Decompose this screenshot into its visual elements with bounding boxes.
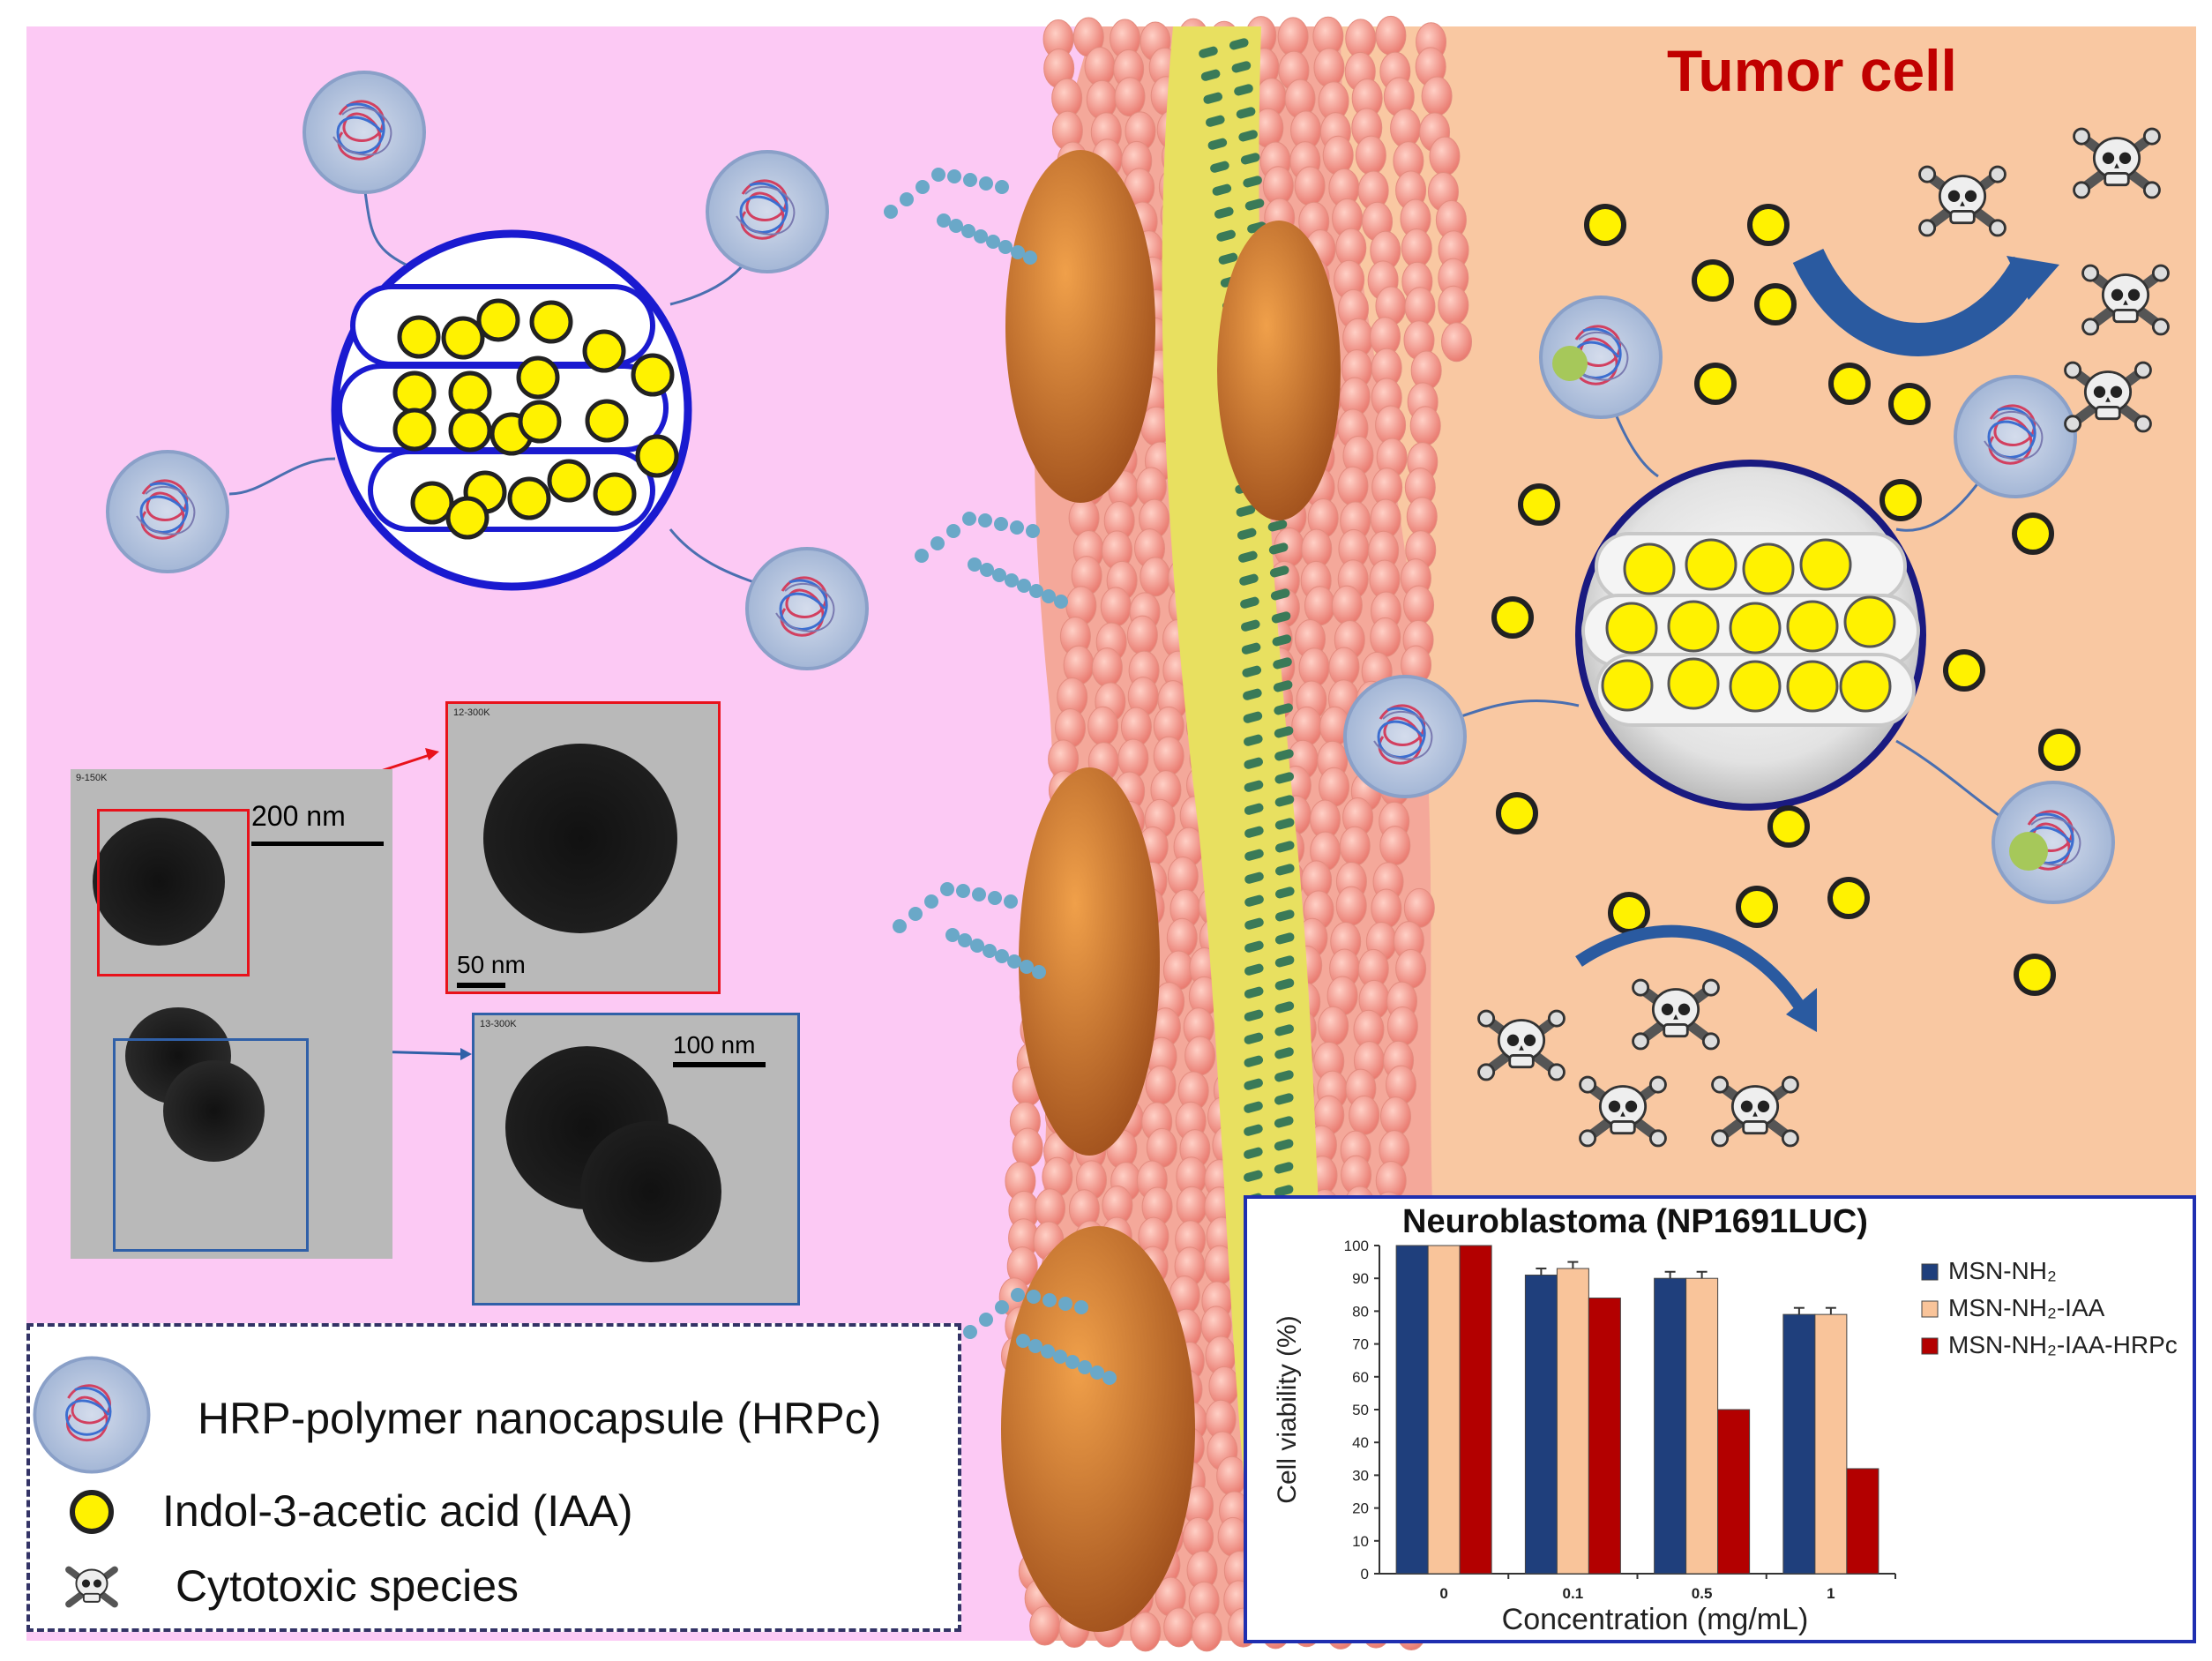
bar-2-3	[1846, 1468, 1879, 1575]
msn-nanoparticle-right	[1575, 460, 1926, 811]
y-axis-label: Cell viability (%)	[1273, 1315, 1302, 1503]
legend-box: HRP-polymer nanocapsule (HRPc) Indol-3-a…	[26, 1323, 961, 1632]
y-tick-label: 20	[1352, 1500, 1369, 1517]
y-tick-label: 0	[1361, 1566, 1369, 1582]
y-tick-label: 10	[1352, 1533, 1369, 1550]
bar-1-0	[1427, 1245, 1461, 1575]
legend-label-1: MSN-NH₂-IAA	[1948, 1294, 2105, 1321]
legend-swatch-1	[1921, 1300, 1939, 1318]
tem-zoom2-scalebar-label: 100 nm	[673, 1031, 756, 1059]
y-tick-label: 30	[1352, 1467, 1369, 1484]
iaa-dot-icon	[70, 1490, 114, 1534]
bar-1-3	[1814, 1313, 1848, 1575]
tem-zoom2-corner-label: 13-300K	[480, 1019, 517, 1029]
nanocapsule-icon	[33, 1356, 151, 1474]
chart-title: Neuroblastoma (NP1691LUC)	[1402, 1203, 1868, 1240]
y-tick-label: 100	[1344, 1238, 1369, 1254]
y-tick-label: 60	[1352, 1369, 1369, 1386]
tem-zoom1-scalebar-label: 50 nm	[457, 951, 526, 978]
bar-0-2	[1654, 1277, 1687, 1575]
tem-zoom1-corner-label: 12-300K	[453, 707, 490, 718]
legend-label-iaa: Indol-3-acetic acid (IAA)	[162, 1486, 633, 1536]
y-tick-label: 50	[1352, 1402, 1369, 1418]
bar-0-1	[1524, 1274, 1558, 1575]
tem-main-corner-label: 9-150K	[76, 773, 108, 783]
tem-main-image: 9-150K 200 nm	[71, 769, 392, 1259]
y-tick-label: 40	[1352, 1434, 1369, 1451]
x-tick-label: 0	[1439, 1585, 1447, 1602]
legend-swatch-2	[1921, 1337, 1939, 1355]
bar-0-3	[1782, 1313, 1816, 1575]
legend-label-0: MSN-NH₂	[1948, 1257, 2057, 1284]
bar-2-0	[1459, 1245, 1492, 1575]
msn-nanoparticle-left	[331, 229, 692, 591]
legend-swatch-0	[1921, 1263, 1939, 1281]
y-tick-label: 80	[1352, 1303, 1369, 1320]
legend-label-hrpc: HRP-polymer nanocapsule (HRPc)	[198, 1394, 882, 1443]
bar-1-1	[1556, 1268, 1589, 1575]
bar-2-2	[1717, 1409, 1751, 1575]
tem-zoom-box-red	[97, 809, 250, 976]
tumor-cell-title: Tumor cell	[1667, 38, 1957, 103]
tem-zoom-box-blue	[113, 1038, 309, 1252]
legend-label-cytotoxic: Cytotoxic species	[176, 1561, 519, 1611]
bar-1-2	[1685, 1277, 1719, 1575]
tem-zoom2-scalebar	[673, 1062, 766, 1067]
tem-zoom-image-1: 12-300K 50 nm	[445, 701, 721, 994]
skull-icon	[65, 1566, 118, 1608]
tem-main-scalebar	[251, 842, 384, 846]
bar-2-1	[1588, 1298, 1621, 1575]
bar-0-0	[1395, 1245, 1429, 1575]
legend-label-2: MSN-NH₂-IAA-HRPc	[1948, 1331, 2178, 1358]
viability-bar-chart: Neuroblastoma (NP1691LUC)010203040506070…	[1273, 1203, 2178, 1636]
x-tick-label: 0.1	[1563, 1585, 1584, 1602]
tem-zoom-image-2: 13-300K 100 nm	[472, 1013, 800, 1306]
x-axis-label: Concentration (mg/mL)	[1502, 1603, 1809, 1636]
tem-main-scalebar-label: 200 nm	[251, 800, 346, 832]
tem-particle	[93, 818, 225, 946]
x-tick-label: 1	[1827, 1585, 1835, 1602]
y-tick-label: 70	[1352, 1336, 1369, 1353]
tem-zoom1-scalebar	[457, 983, 505, 988]
x-tick-label: 0.5	[1692, 1585, 1713, 1602]
y-tick-label: 90	[1352, 1270, 1369, 1287]
